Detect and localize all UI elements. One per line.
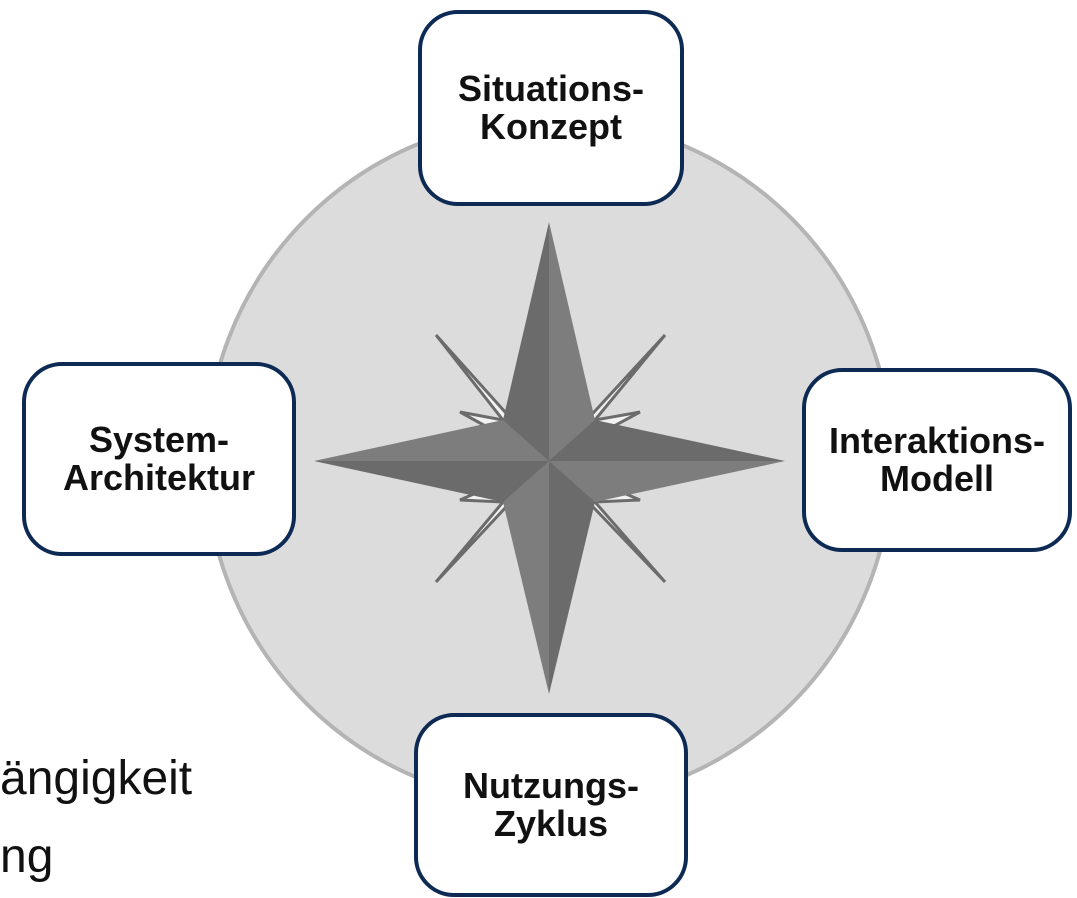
- node-interaction-line1: Interaktions-: [828, 420, 1046, 461]
- node-interaction-line2: Modell: [880, 458, 994, 499]
- background-text-line-1: ängigkeit: [0, 752, 193, 805]
- node-system-architecture: System- Architektur: [22, 362, 296, 556]
- node-usage-line1: Nutzungs-: [463, 765, 639, 806]
- node-situation-concept: Situations- Konzept: [418, 10, 684, 206]
- node-interaction-model: Interaktions- Modell: [802, 368, 1072, 552]
- compass-main-points: [314, 222, 785, 694]
- node-system-line2: Architektur: [62, 457, 256, 498]
- node-system-line1: System-: [88, 419, 230, 460]
- background-text-line-2: ng: [0, 830, 54, 883]
- node-usage-cycle: Nutzungs- Zyklus: [414, 713, 688, 897]
- compass-rose-icon: [314, 222, 785, 694]
- node-usage-line2: Zyklus: [493, 803, 609, 844]
- node-situation-line1: Situations-: [458, 68, 644, 109]
- node-situation-line2: Konzept: [480, 106, 622, 147]
